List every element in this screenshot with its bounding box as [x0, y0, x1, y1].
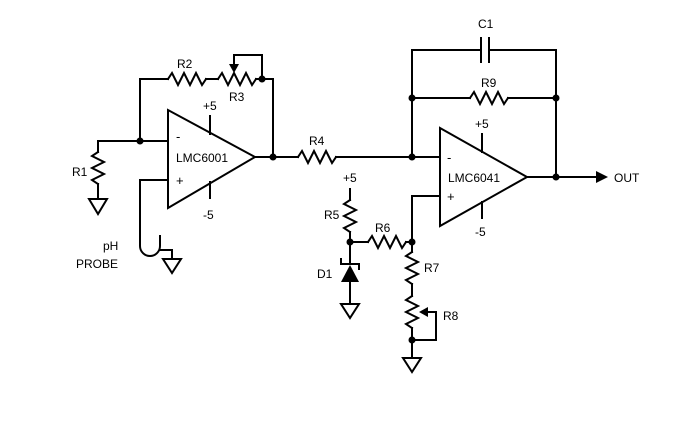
resistor-r6-label: R6	[375, 221, 391, 235]
op-amp-lmc6041-noninv-sign: +	[447, 189, 455, 204]
probe-label-line2: PROBE	[76, 257, 118, 271]
probe-signal-wire	[139, 179, 169, 237]
resistor-r7-label: R7	[424, 261, 440, 275]
op-amp-lmc6001	[167, 108, 258, 210]
op-amp-lmc6001-inv-sign: -	[176, 129, 180, 144]
resistor-r9-label: R9	[481, 76, 497, 90]
op-amp-lmc6041-inv-sign: -	[447, 150, 451, 165]
op-amp-lmc6041-label: LMC6041	[448, 171, 500, 185]
resistor-r7	[403, 250, 421, 286]
lmc6041-pos-supply-label: +5	[475, 117, 489, 131]
resistor-r9	[468, 89, 510, 107]
r3-wiper-wire	[233, 54, 263, 80]
resistor-r5-label: R5	[324, 208, 340, 222]
potentiometer-r3	[216, 70, 258, 88]
resistor-r6	[366, 233, 408, 251]
junction-dot-r8	[408, 336, 416, 344]
op-amp-lmc6001-label: LMC6001	[176, 151, 228, 165]
ground-symbol-probe	[161, 258, 183, 275]
op-amp-lmc6041	[439, 126, 530, 228]
r5-supply-label: +5	[343, 171, 357, 185]
lmc6041-noninv-input-wire	[411, 195, 441, 243]
r8-wiper-wire	[411, 311, 437, 341]
resistor-r4-label: R4	[309, 134, 325, 148]
output-label: OUT	[614, 171, 640, 185]
capacitor-c1-label: C1	[478, 17, 494, 31]
output-arrow-icon	[596, 171, 608, 183]
diode-d1	[341, 265, 359, 282]
resistor-r2	[166, 70, 208, 88]
potentiometer-r8	[403, 294, 421, 330]
resistor-r2-label: R2	[177, 57, 193, 71]
resistor-r4	[296, 148, 338, 166]
potentiometer-r3-label: R3	[229, 90, 245, 104]
lmc6001-neg-supply-label: -5	[203, 208, 214, 222]
resistor-r5	[341, 198, 359, 234]
lmc6041-neg-supply-label: -5	[475, 225, 486, 239]
resistor-r1	[89, 150, 107, 186]
ground-symbol-r8	[401, 357, 423, 374]
probe-label-line1: pH	[103, 239, 118, 253]
diode-d1-label: D1	[317, 267, 333, 281]
op-amp-lmc6001-noninv-sign: +	[176, 173, 184, 188]
resistor-r1-label: R1	[72, 165, 88, 179]
ground-symbol-r1	[87, 198, 109, 216]
junction-dot-out	[552, 173, 560, 181]
ph-probe-symbol	[139, 235, 161, 257]
potentiometer-r8-label: R8	[443, 309, 459, 323]
lmc6001-pos-supply-label: +5	[203, 99, 217, 113]
r8-wiper-arrow	[419, 307, 428, 317]
r3-wiper-arrow	[229, 64, 239, 73]
ground-symbol-d1	[339, 303, 361, 320]
